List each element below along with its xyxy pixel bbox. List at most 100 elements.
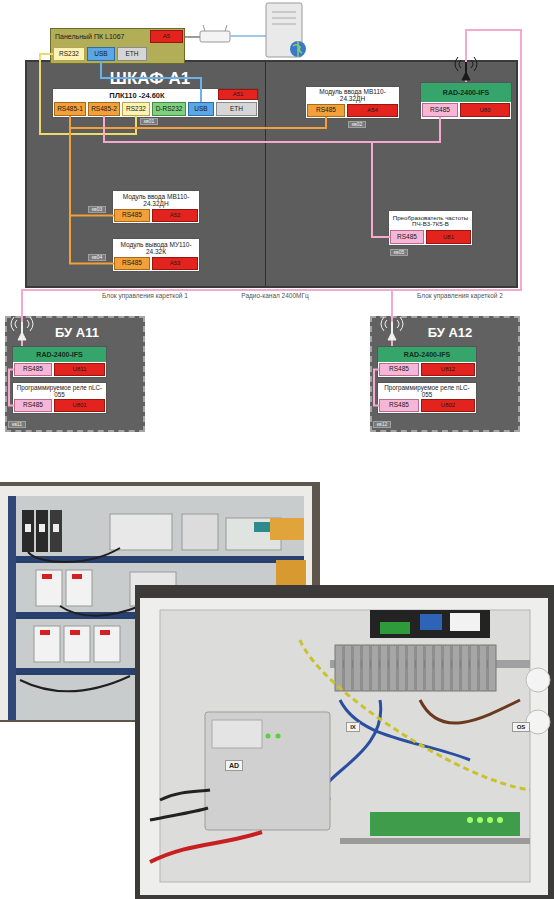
node-label: USB: [189, 103, 213, 115]
port-box: D-RS232: [152, 102, 186, 116]
cabinet-photo-1-part: [8, 612, 304, 619]
cabinet-photo-2-part-part: [470, 645, 478, 691]
cabinet-photo-1: [0, 482, 320, 722]
note-label: Блок управления кареткой 2: [400, 292, 520, 301]
port-box: RS485-1: [54, 102, 86, 116]
cabinet-photo-2-part: [370, 610, 490, 638]
cabinet-photo-2-part-part: [335, 645, 343, 691]
port-box: RS485: [379, 399, 419, 412]
cabinet-photo-2-part-part: [389, 645, 397, 691]
node-label: Программируемое реле nLC-055: [15, 384, 104, 400]
port-box: RS485: [422, 103, 458, 117]
node-label: RS485: [115, 210, 149, 221]
cabinet-photo-2-part: [497, 817, 503, 823]
router-icon-part: [203, 25, 205, 31]
ref-tag: U81: [426, 230, 471, 244]
node-label: RS485: [15, 400, 51, 411]
cabinet-photo-2-part: [324, 700, 470, 800]
cabinet-photo-2-part: [526, 668, 550, 692]
module-box: RAD-2400-IFS RS485 U80: [420, 82, 512, 120]
node-label: RS485-1: [55, 103, 85, 115]
cabinet-photo-2-part-part: [371, 645, 379, 691]
cabinet-photo-2-part: [467, 817, 473, 823]
ref-tag: A53: [152, 257, 198, 270]
port-box: RS485: [114, 257, 150, 270]
node-label: U801: [55, 400, 104, 411]
cabinet-photo-1-part: [0, 482, 320, 722]
node-label: Преобразователь частоты ПЧ-В3-7К5-В: [391, 212, 470, 230]
cabinet-photo-1-part: [42, 574, 52, 579]
node-label: USB: [88, 48, 114, 60]
cabinet-photo-1-part: [36, 510, 48, 552]
node-label: D-RS232: [153, 103, 185, 115]
node-label: RS485: [15, 364, 51, 375]
router-icon-part: [200, 31, 230, 42]
cabinet-photo-2: [135, 585, 554, 899]
cabinet-photo-2-part: [160, 610, 530, 882]
node-label: RS485: [423, 104, 457, 116]
node-label: U811: [55, 364, 104, 375]
cabinet-photo-2-part: [205, 712, 330, 830]
cabinet-photo-2-part-part: [488, 645, 496, 691]
ref-tag: A52: [152, 209, 198, 222]
router-icon-part: [230, 35, 266, 37]
module-box: RAD-2400-IFS RS485 U811: [12, 346, 107, 378]
module-box: Программируемое реле nLC-055RS485U802: [377, 382, 477, 414]
server-icon-part: [272, 24, 296, 25]
node-label: Панельный ПК L1067: [55, 30, 155, 44]
node-label: RS485: [391, 231, 423, 243]
cabinet-photo-2-part: [420, 700, 520, 723]
node-label: RAD-2400-IFS: [421, 83, 511, 102]
node-label: Модуль ввода МВ110-24.32ДН: [115, 192, 197, 209]
port-box: RS485: [379, 363, 419, 376]
port-box: RS485: [14, 363, 52, 376]
cabinet-photo-1-part: [94, 626, 120, 662]
panel-pc: Панельный ПК L1067A5RS232USBETH: [50, 28, 185, 64]
cabinet-photo-1-part: [254, 522, 270, 532]
module-box: Модуль вывода МУ110-24.32КRS485A53: [112, 238, 200, 272]
node-label: A54: [348, 105, 397, 116]
cable-tag: кв01: [140, 118, 158, 125]
node-label: U80: [461, 104, 509, 116]
cable-tag: кв05: [390, 249, 408, 256]
cabinet-photo-1-part: [39, 524, 45, 532]
cabinet-photo-2-part: [380, 622, 410, 634]
port-box: RS485-2: [88, 102, 120, 116]
cabinet-photo-1-part: [130, 572, 176, 606]
cabinet-photo-1-part: [25, 524, 31, 532]
server-icon-part: [293, 41, 302, 57]
cabinet-photo-2-part: [150, 790, 210, 820]
module-box: Преобразователь частоты ПЧ-В3-7К5-ВRS485…: [388, 210, 473, 246]
cabinet-photo-2-part: [212, 720, 262, 748]
cabinet-photo-1-part: [22, 510, 34, 552]
wire-connector: [22, 30, 521, 346]
node-label: RAD-2400-IFS: [13, 347, 106, 362]
server-icon-part: [290, 41, 306, 57]
cabinet-photo-2-part: [477, 817, 483, 823]
node-label: A52: [153, 210, 197, 221]
node-label: RS485: [380, 364, 418, 375]
cabinet-photo-1-part: [36, 570, 62, 606]
cabinet-photo-2-part: [135, 585, 554, 899]
cabinet-photo-2-part-part: [461, 645, 469, 691]
control-unit-box: БУ А11RAD-2400-IFSRS485U811Программируем…: [5, 316, 145, 432]
router-icon-part: [225, 25, 227, 31]
cabinet-photo-1-part: [64, 626, 90, 662]
cable-tag: кв04: [88, 254, 106, 261]
cabinet-photo-2-part: [150, 832, 262, 862]
cabinet-photo-1-part: [182, 514, 218, 550]
ref-tag: A54: [347, 104, 398, 117]
port-box: RS232: [53, 47, 85, 61]
port-box: RS485: [390, 230, 424, 244]
ref-tag: U80: [460, 103, 510, 117]
port-box: USB: [87, 47, 115, 61]
server-icon-part: [272, 18, 296, 19]
cabinet-photo-1-part: [50, 510, 62, 552]
cabinet-photo-1-part: [34, 626, 60, 662]
cabinet-photo-2-part-part: [362, 645, 370, 691]
sticker-label: OS: [512, 722, 530, 732]
cabinet-photo-2-part-part: [398, 645, 406, 691]
node-label: RS485-2: [89, 103, 119, 115]
cabinet-photo-1-part: [8, 496, 304, 720]
node-label: RS485: [380, 400, 418, 411]
